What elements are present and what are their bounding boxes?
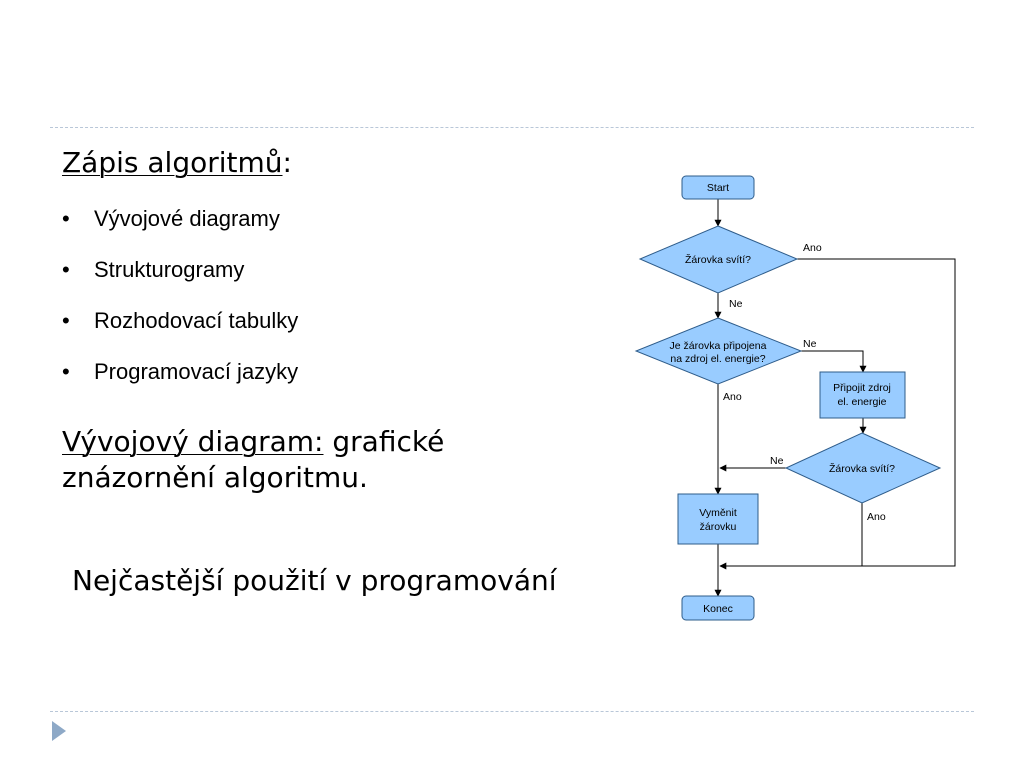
bullet-item: • Vývojové diagramy <box>62 206 298 257</box>
end-label: Konec <box>703 603 733 615</box>
heading-text: Zápis algoritmů <box>62 146 283 179</box>
bullet-text: Rozhodovací tabulky <box>94 308 299 333</box>
bullet-dot: • <box>62 257 70 282</box>
flowchart-diagram: Start Žárovka svítí? Je žárovka připojen… <box>634 175 956 621</box>
replace-label-line2: žárovku <box>700 521 737 533</box>
decision2-label-line2: na zdroj el. energie? <box>670 353 765 365</box>
bullet-text: Strukturogramy <box>94 257 245 282</box>
process-node-connect <box>819 371 906 419</box>
edge-label-no-2: Ne <box>803 338 817 350</box>
bullet-item: • Rozhodovací tabulky <box>62 308 298 359</box>
bullet-text: Vývojové diagramy <box>94 206 280 231</box>
definition-term: Vývojový diagram: <box>62 425 324 458</box>
decision-node-3 <box>784 432 942 504</box>
connect-label-line2: el. energie <box>837 396 886 408</box>
bullet-dot: • <box>62 359 70 384</box>
edge-label-yes-1: Ano <box>803 242 822 254</box>
definition-paragraph: Vývojový diagram: grafické znázornění al… <box>62 424 502 497</box>
top-divider <box>50 127 974 128</box>
edge-label-yes-3: Ano <box>867 511 886 523</box>
bullet-text: Programovací jazyky <box>94 359 299 384</box>
heading-colon: : <box>282 146 292 179</box>
edge-label-no-1: Ne <box>729 298 743 310</box>
process-node-replace <box>677 493 759 545</box>
usage-note: Nejčastější použití v programování <box>72 564 557 597</box>
section-heading: Zápis algoritmů: <box>62 146 292 179</box>
edge-label-yes-2: Ano <box>723 391 742 403</box>
edge-label-no-3: Ne <box>770 455 784 467</box>
start-node <box>681 175 755 200</box>
edge-decision2-no <box>801 350 867 373</box>
decision-node-2 <box>634 317 803 385</box>
bullet-item: • Strukturogramy <box>62 257 298 308</box>
connect-label-line1: Připojit zdroj <box>833 382 891 394</box>
decision3-label: Žárovka svítí? <box>829 462 895 475</box>
bullet-dot: • <box>62 206 70 231</box>
flow-nodes <box>634 175 942 621</box>
bullet-dot: • <box>62 308 70 333</box>
edge-decision1-yes <box>719 258 956 570</box>
decision2-label-line1: Je žárovka připojena <box>670 340 767 352</box>
bottom-divider <box>50 711 974 712</box>
bullet-item: • Programovací jazyky <box>62 359 298 410</box>
replace-label-line1: Vyměnit <box>699 507 737 519</box>
decision-node-1 <box>638 225 799 294</box>
start-label: Start <box>707 182 729 194</box>
end-node <box>681 595 755 621</box>
definition-text: grafické znázornění algoritmu. <box>62 425 445 495</box>
next-slide-icon[interactable] <box>52 721 66 741</box>
bullet-list: • Vývojové diagramy • Strukturogramy • Rozh… <box>62 206 298 410</box>
decision1-label: Žárovka svítí? <box>685 253 751 266</box>
